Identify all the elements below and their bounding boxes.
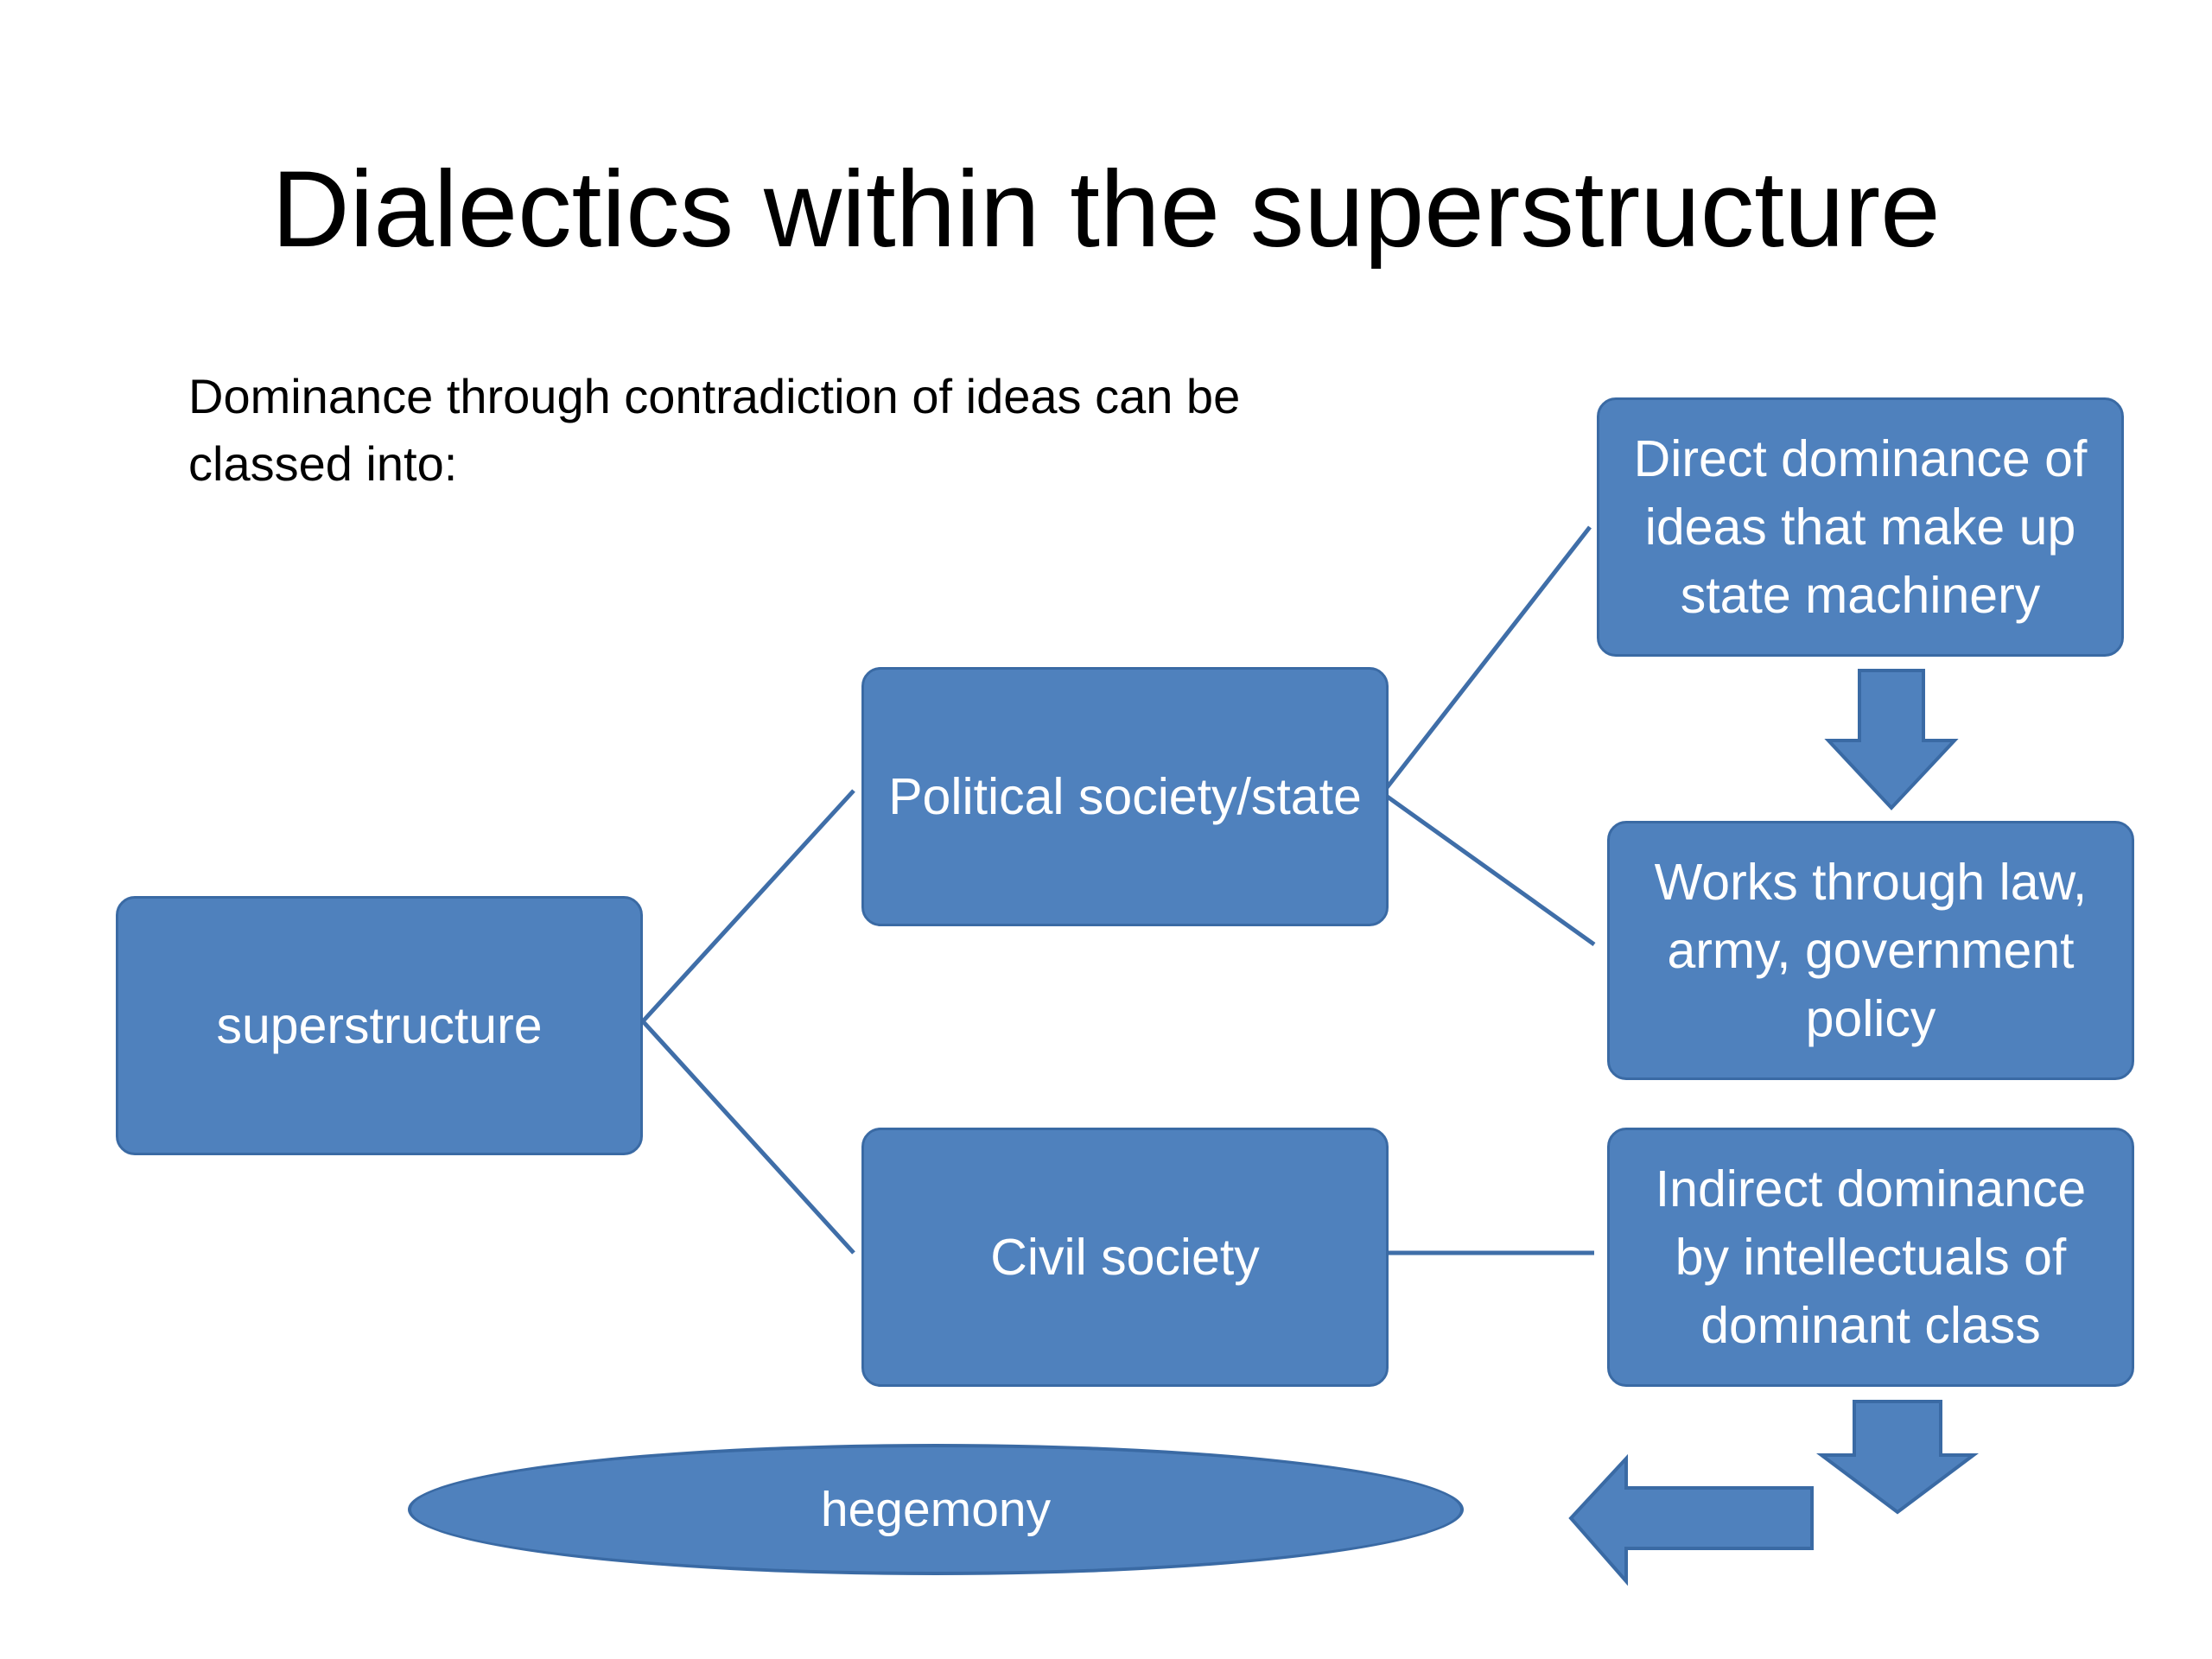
node-superstructure: superstructure	[116, 896, 643, 1155]
slide-title: Dialectics within the superstructure	[271, 149, 1941, 270]
left-arrow-icon	[1568, 1453, 1814, 1586]
node-political-society-label: Political society/state	[888, 767, 1362, 825]
node-direct-dominance-label: Direct dominance of ideas that make up s…	[1633, 429, 2088, 624]
intro-text: Dominance through contradiction of ideas…	[188, 369, 1241, 491]
node-hegemony-label: hegemony	[820, 1482, 1052, 1537]
node-works-through-law-label: Works through law, army, government poli…	[1654, 853, 2088, 1047]
node-civil-society-label: Civil society	[990, 1228, 1260, 1286]
node-civil-society: Civil society	[861, 1128, 1389, 1387]
down-arrow-icon	[1824, 669, 1959, 810]
down-arrow-icon	[1816, 1400, 1979, 1515]
node-superstructure-label: superstructure	[216, 996, 543, 1054]
connector-political-direct	[1381, 525, 1592, 795]
connector-superstructure-political	[641, 789, 855, 1023]
node-hegemony: hegemony	[408, 1444, 1464, 1575]
node-works-through-law: Works through law, army, government poli…	[1607, 821, 2134, 1080]
node-direct-dominance: Direct dominance of ideas that make up s…	[1597, 397, 2124, 657]
node-indirect-dominance-label: Indirect dominance by intellectuals of d…	[1655, 1160, 2087, 1354]
connector-superstructure-civil	[641, 1020, 855, 1255]
node-political-society: Political society/state	[861, 667, 1389, 926]
node-indirect-dominance: Indirect dominance by intellectuals of d…	[1607, 1128, 2134, 1387]
connector-political-works	[1381, 791, 1596, 947]
